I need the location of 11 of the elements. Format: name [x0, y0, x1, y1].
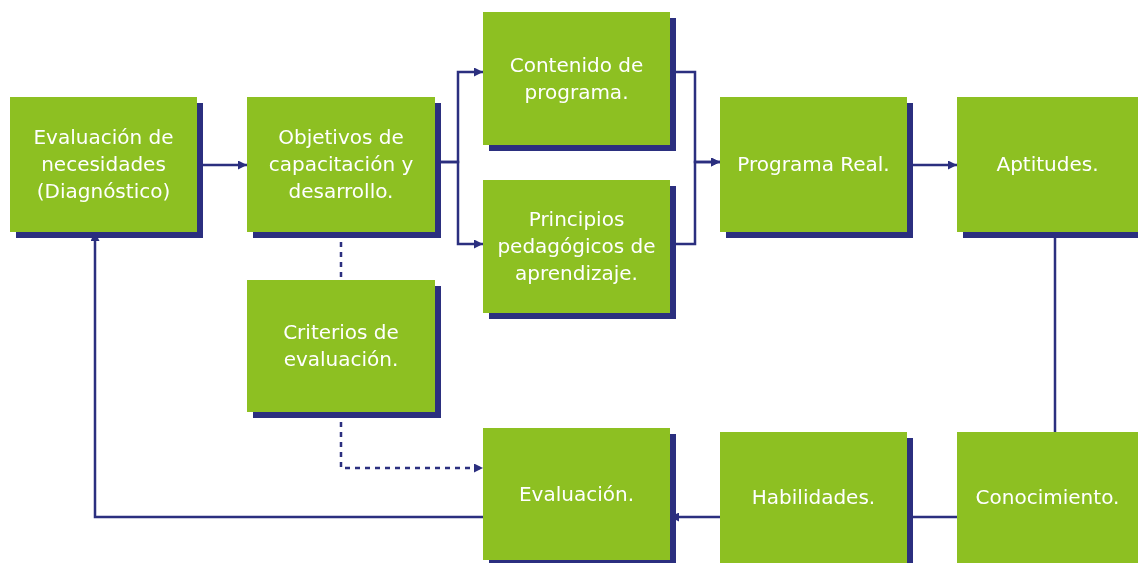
box-label: Aptitudes. — [996, 151, 1099, 178]
box-label: Objetivos de capacitación y desarrollo. — [267, 124, 415, 205]
process-box — [957, 432, 1138, 563]
box-label: Principios pedagógicos de aprendizaje. — [496, 206, 657, 287]
box-label: Criterios de evaluación. — [282, 319, 400, 373]
box-label: Programa Real. — [737, 151, 890, 178]
box-label: Evaluación de necesidades (Diagnóstico) — [32, 124, 175, 205]
box-label: Contenido de programa. — [508, 51, 645, 106]
box-label: Habilidades. — [751, 484, 876, 511]
box-label: Evaluación. — [518, 480, 634, 508]
box-label: Conocimiento. — [975, 484, 1120, 511]
